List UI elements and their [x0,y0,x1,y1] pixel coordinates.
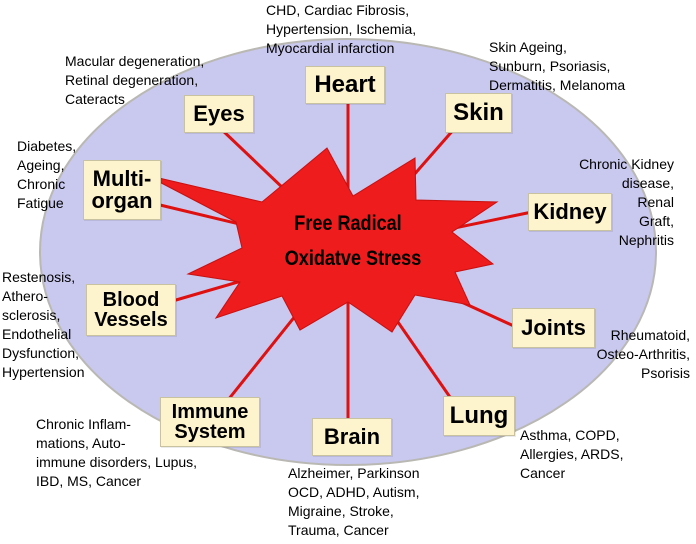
organ-kidney: Kidney [528,193,612,231]
organ-brain: Brain [312,418,392,456]
organ-immune-system: Immune System [160,397,260,447]
organ-blood-vessels: Blood Vessels [86,284,176,336]
organ-eyes: Eyes [184,95,254,133]
diseases-lung: Asthma, COPD, Allergies, ARDS, Cancer [520,427,624,481]
diseases-blood-vessels: Restenosis, Athero- sclerosis, Endotheli… [2,269,85,380]
diseases-eyes: Macular degeneration, Retinal degenerati… [65,53,205,107]
organ-multi-organ: Multi- organ [83,160,161,220]
center-title-line2: Oxidatve Stress [284,247,422,270]
diseases-kidney: Chronic Kidney disease, Renal Graft, Nep… [579,156,674,248]
organ-skin: Skin [445,93,512,133]
diseases-joints: Rheumatoid, Osteo-Arthritis, Psorisis [596,327,690,381]
organ-joints: Joints [512,308,595,348]
diseases-immune-system: Chronic Inflam- mations, Auto- immune di… [36,416,198,489]
organ-heart: Heart [305,66,385,104]
center-title-line1: Free Radical [294,212,402,235]
stress-star [145,147,499,333]
diseases-multi-organ: Diabetes, Ageing, Chronic Fatigue [17,138,77,211]
diseases-heart: CHD, Cardiac Fibrosis, Hypertension, Isc… [266,2,417,56]
organ-lung: Lung [443,396,515,436]
diseases-brain: Alzheimer, Parkinson OCD, ADHD, Autism, … [288,465,420,538]
diseases-skin: Skin Ageing, Sunburn, Psoriasis, Dermati… [489,39,626,93]
